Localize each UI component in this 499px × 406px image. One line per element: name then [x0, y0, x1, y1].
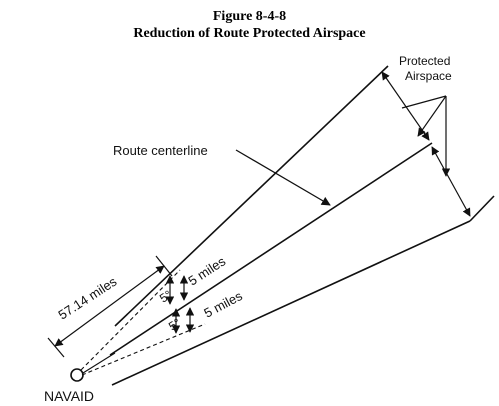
protected-leader-to-upper [417, 95, 447, 137]
lower-boundary-extension [469, 195, 495, 222]
protected-airspace-label-line1: Protected [399, 54, 450, 68]
route-centerline-label: Route centerline [113, 143, 208, 158]
navaid-label: NAVAID [44, 388, 94, 404]
lower-angle-label: 5° [166, 315, 183, 333]
route-centerline-line [109, 142, 433, 356]
lower-boundary-line [111, 220, 471, 386]
upper-width-label: 5 miles [185, 253, 228, 288]
route-centerline-leader [235, 149, 331, 206]
figure-title: Reduction of Route Protected Airspace [133, 26, 366, 41]
protected-airspace-label-line2: Airspace [405, 69, 452, 83]
lower-dashed-angle-line [81, 323, 206, 376]
protected-leader-horizontal [401, 95, 447, 109]
lower-width-label: 5 miles [201, 288, 245, 321]
distance-tick-end [155, 255, 173, 277]
far-lower-width-arrow [431, 146, 471, 217]
figure-header: Figure 8-4-8 Reduction of Route Protecte… [0, 8, 499, 42]
distance-dimension-arrow [54, 265, 165, 347]
navaid-symbol [70, 368, 84, 382]
upper-boundary-line [114, 65, 389, 327]
distance-label: 57.14 miles [55, 273, 119, 322]
navaid-centerline-link [82, 352, 116, 374]
distance-tick-start [47, 337, 65, 358]
figure-number: Figure 8-4-8 [212, 9, 287, 24]
